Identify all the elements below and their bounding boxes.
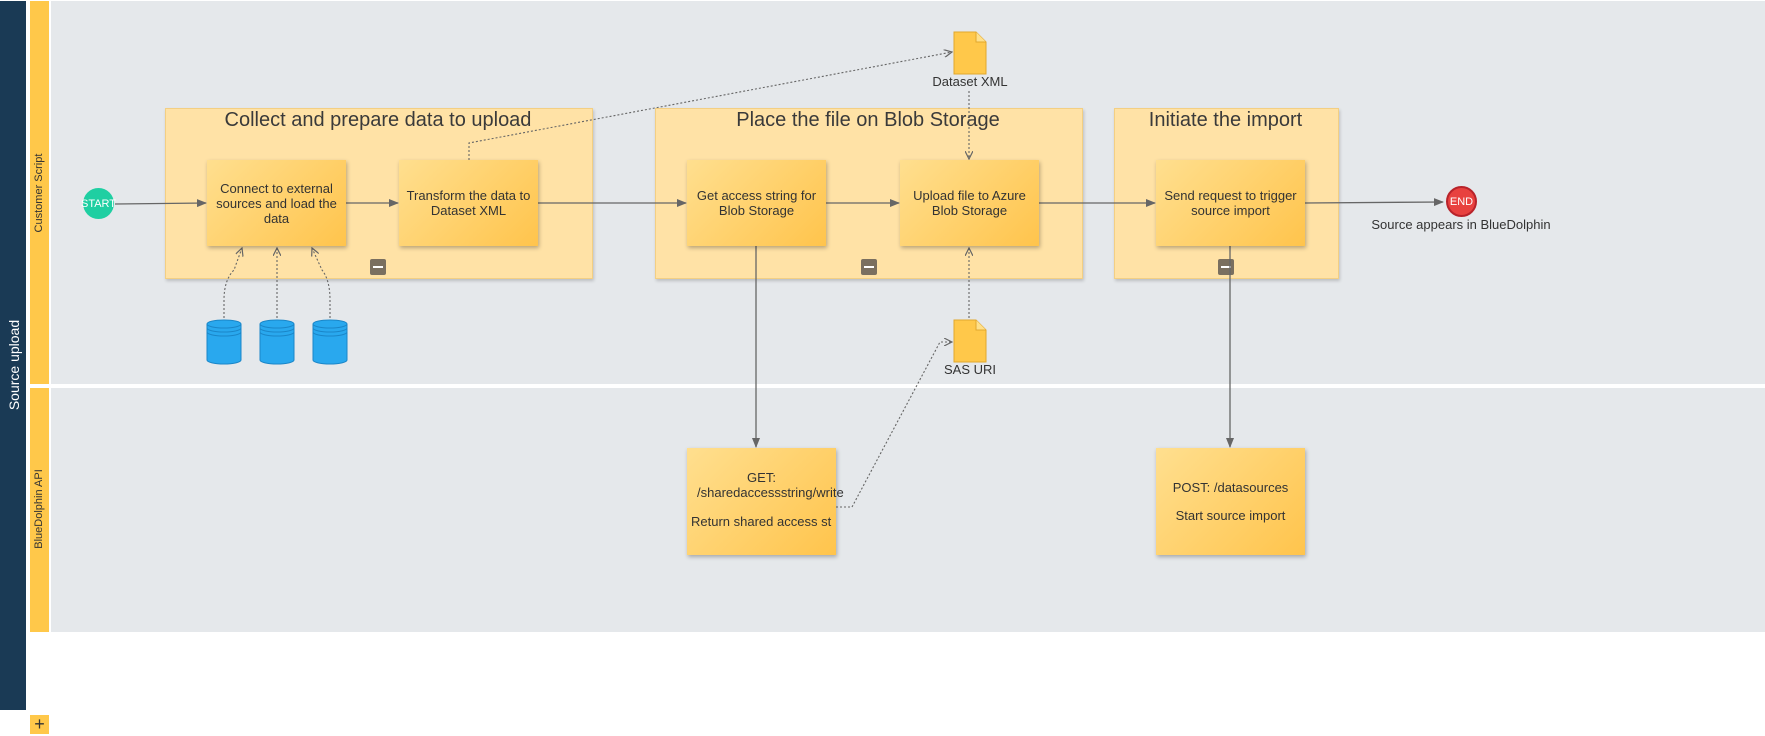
task-connect-sources[interactable]: Connect to external sources and load the…: [207, 160, 346, 246]
datastore-1[interactable]: [205, 318, 245, 366]
lane-header-bluedolphin-api[interactable]: [30, 388, 49, 632]
add-lane-button[interactable]: +: [30, 715, 49, 734]
subprocess-title-collect: Collect and prepare data to upload: [224, 109, 532, 131]
flow-start-to-connect: [114, 199, 207, 208]
task-transform-data[interactable]: Transform the data to Dataset XML: [399, 160, 538, 246]
start-event[interactable]: START: [81, 188, 116, 219]
association-db3-to-connect: [312, 248, 331, 318]
association-transform-to-dataset-xml: [468, 52, 952, 160]
collapse-marker-blob[interactable]: [861, 259, 877, 275]
lane-bluedolphin-api: [51, 388, 1765, 632]
datastore-3[interactable]: [311, 318, 351, 366]
subprocess-title-initiate: Initiate the import: [1148, 109, 1303, 131]
task-send-request[interactable]: Send request to trigger source import: [1156, 160, 1305, 246]
end-event[interactable]: END: [1446, 186, 1477, 217]
task-get-sharedaccessstring[interactable]: GET: /sharedaccessstring/write Return sh…: [687, 448, 844, 555]
api-task-endpoint: POST: /datasources: [1172, 480, 1289, 495]
association-api-to-sas-uri: [836, 342, 952, 508]
lane-header-customer-script[interactable]: [30, 1, 49, 384]
task-post-datasources[interactable]: POST: /datasources Start source import: [1156, 448, 1305, 555]
task-upload-file[interactable]: Upload file to Azure Blob Storage: [900, 160, 1039, 246]
data-object-dataset-xml-icon[interactable]: [953, 31, 987, 75]
end-event-label: Source appears in BlueDolphin: [1371, 217, 1551, 232]
subprocess-title-blob: Place the file on Blob Storage: [736, 109, 1000, 131]
pool-header[interactable]: [0, 1, 26, 710]
data-object-sas-uri-icon[interactable]: [953, 319, 987, 363]
datastore-2[interactable]: [258, 318, 298, 366]
task-get-access-string[interactable]: Get access string for Blob Storage: [687, 160, 826, 246]
collapse-marker-collect[interactable]: [370, 259, 386, 275]
api-task-description: Start source import: [1175, 508, 1286, 523]
api-task-description: Return shared access string...: [691, 514, 832, 529]
association-db1-to-connect: [223, 248, 242, 318]
api-task-endpoint: GET: /sharedaccessstring/write: [697, 470, 844, 500]
data-object-dataset-xml-label: Dataset XML: [932, 74, 1008, 89]
data-object-sas-uri-label: SAS URI: [943, 362, 996, 377]
flow-send-request-to-end: [1304, 198, 1444, 207]
